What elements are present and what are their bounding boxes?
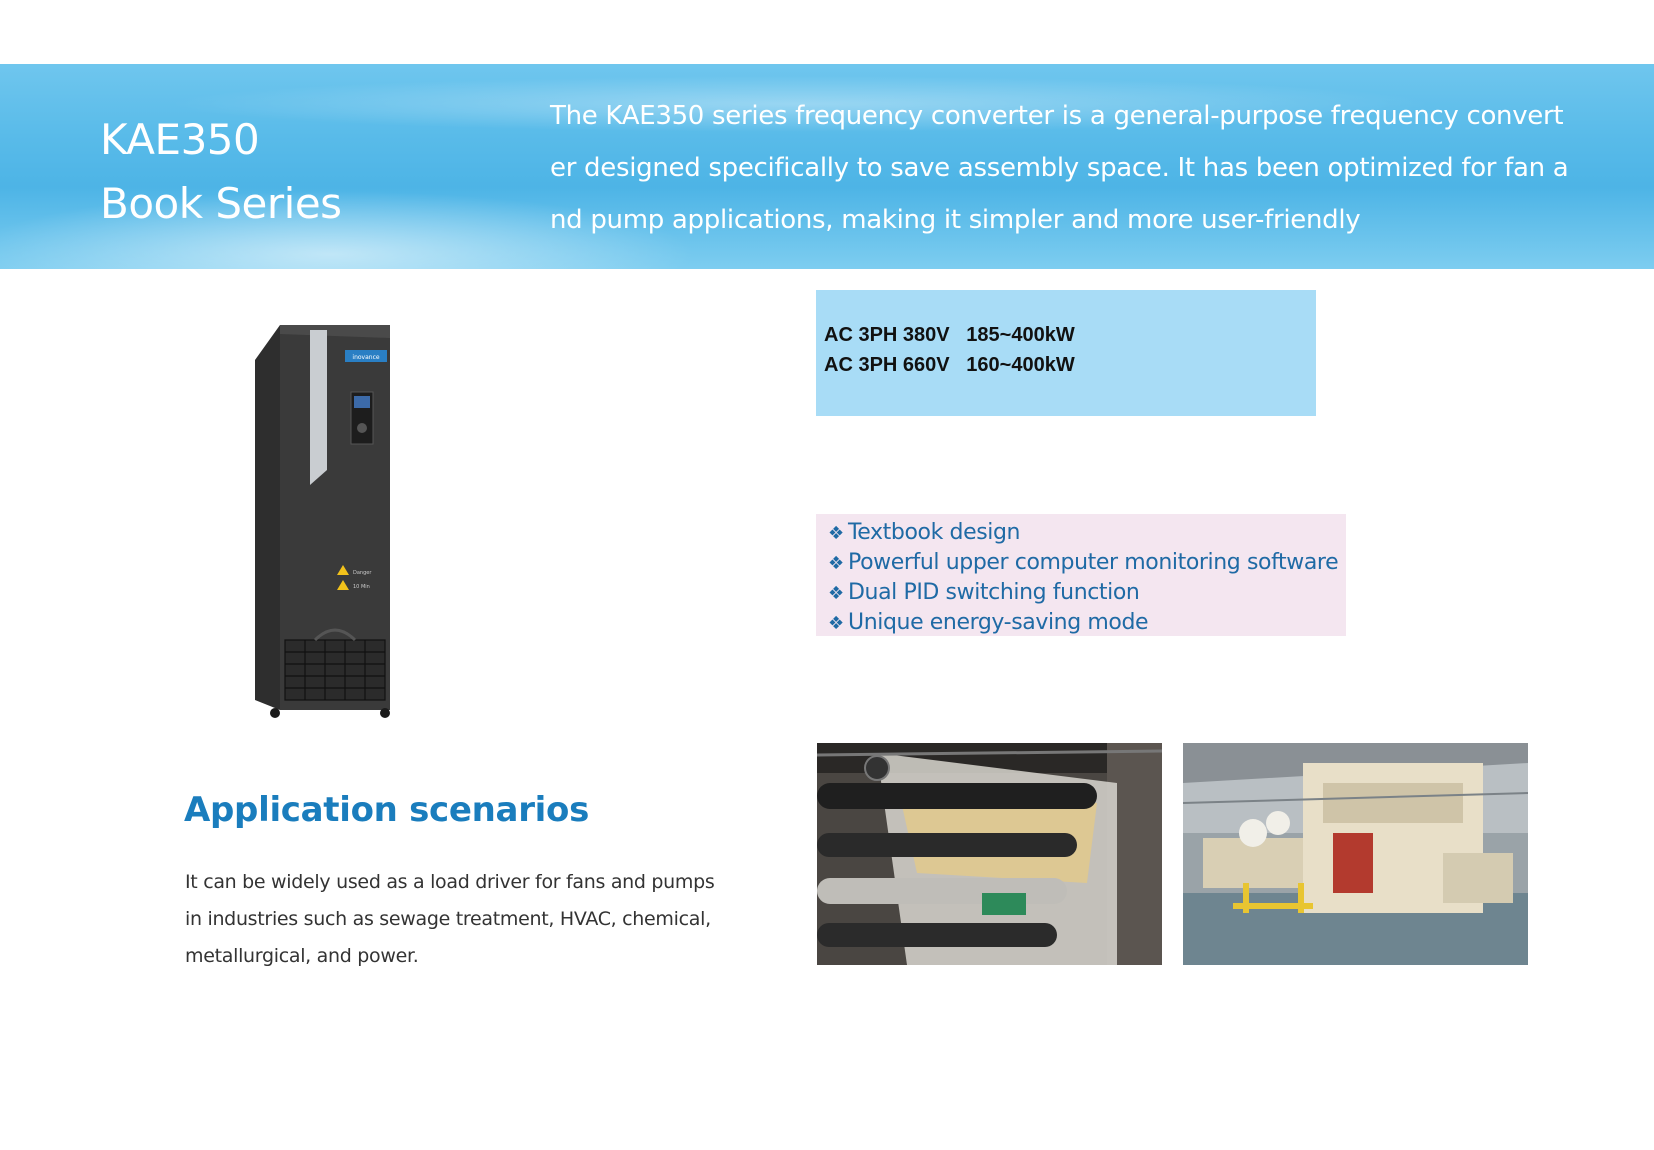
spec-box: AC 3PH 380V 185~400kW AC 3PH 660V 160~40… [816,290,1316,416]
brand-plate [345,350,387,362]
warning-label: Danger [353,570,372,576]
application-photo-factory [1183,743,1528,965]
feature-item: ❖Dual PID switching function [828,578,1334,608]
warning-icon [337,565,349,575]
light-strip [310,330,327,485]
feature-item: ❖Powerful upper computer monitoring soft… [828,548,1339,578]
feature-list: ❖Textbook design ❖Powerful upper compute… [816,514,1346,636]
banner-title: KAE350 Book Series [100,108,342,236]
product-image: inovance Danger 10 Min [245,320,405,720]
feature-item: ❖Textbook design [828,518,1334,548]
spec-line-660v: AC 3PH 660V 160~400kW [824,354,1075,376]
caster-wheel [270,708,280,718]
diamond-bullet-icon: ❖ [828,553,844,574]
brand-label: inovance [352,354,379,361]
application-description: It can be widely used as a load driver f… [185,871,715,967]
header-banner: KAE350 Book Series The KAE350 series fre… [0,64,1654,269]
application-photo-rollers [817,743,1162,965]
banner-title-line1: KAE350 [100,115,260,164]
diamond-bullet-icon: ❖ [828,583,844,604]
feature-item: ❖Unique energy-saving mode [828,608,1334,638]
spec-line-380v: AC 3PH 380V 185~400kW [824,324,1075,346]
banner-title-line2: Book Series [100,179,342,228]
ventilation-grille [284,639,386,701]
keypad-dial [357,423,367,433]
caster-wheel-2 [380,708,390,718]
warning-icon-2 [337,580,349,590]
banner-description: The KAE350 series frequency converter is… [550,101,1569,235]
keypad-display [354,396,370,408]
warning-label-2: 10 Min [353,584,370,590]
cabinet-side [255,325,280,710]
diamond-bullet-icon: ❖ [828,613,844,634]
application-title: Application scenarios [184,790,590,830]
diamond-bullet-icon: ❖ [828,523,844,544]
inverter-cabinet-graphic: inovance Danger 10 Min [255,325,390,718]
